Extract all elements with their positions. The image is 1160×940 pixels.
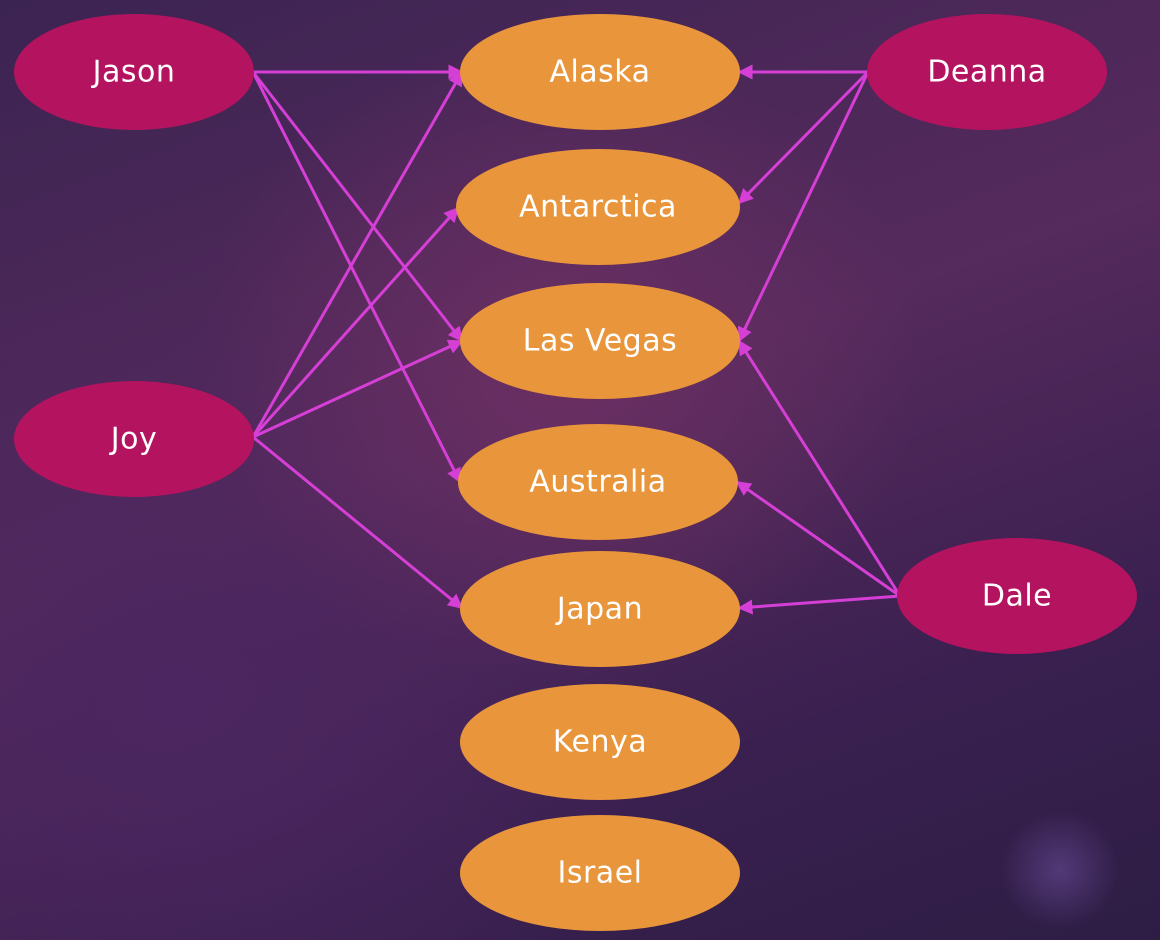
person-node-deanna: Deanna: [867, 14, 1107, 130]
destination-node-japan: Japan: [460, 551, 740, 667]
person-label: Dale: [982, 579, 1052, 614]
person-node-dale: Dale: [897, 538, 1137, 654]
person-ellipse: [897, 538, 1137, 654]
destination-label: Antarctica: [519, 190, 677, 225]
destination-label: Kenya: [553, 725, 647, 760]
destination-node-kenya: Kenya: [460, 684, 740, 800]
destination-label: Alaska: [549, 55, 650, 90]
destination-node-israel: Israel: [460, 815, 740, 931]
destination-label: Las Vegas: [523, 324, 677, 359]
person-label: Joy: [109, 422, 157, 457]
arrow-deanna-to-antarctica: [737, 70, 870, 205]
arrow-jason-to-australia: [251, 71, 462, 484]
arrow-joy-to-antarctica: [251, 206, 460, 439]
person-ellipse: [867, 14, 1107, 130]
arrow-joy-to-japan: [252, 435, 464, 610]
destination-label: Japan: [555, 592, 643, 627]
person-node-jason: Jason: [14, 14, 254, 130]
edges-layer: [251, 64, 902, 615]
destination-node-alaska: Alaska: [460, 14, 740, 130]
destination-label: Australia: [529, 465, 666, 500]
person-ellipse: [14, 381, 254, 497]
arrow-dale-to-las-vegas: [737, 339, 902, 597]
destination-ellipse: [460, 14, 740, 130]
destination-ellipse: [460, 551, 740, 667]
arrow-dale-to-australia: [735, 480, 901, 598]
destination-ellipse: [456, 149, 740, 265]
destination-ellipse: [458, 424, 738, 540]
arrow-joy-to-alaska: [251, 70, 464, 438]
person-ellipse: [14, 14, 254, 130]
destination-node-antarctica: Antarctica: [456, 149, 740, 265]
arrow-jason-to-las-vegas: [251, 71, 464, 343]
arrow-dale-to-japan: [737, 594, 901, 615]
destination-node-australia: Australia: [458, 424, 738, 540]
destination-label: Israel: [558, 856, 643, 891]
person-label: Jason: [91, 55, 176, 90]
destination-node-las-vegas: Las Vegas: [460, 283, 740, 399]
person-node-joy: Joy: [14, 381, 254, 497]
corner-glow: [1000, 810, 1120, 930]
destination-ellipse: [460, 684, 740, 800]
person-label: Deanna: [927, 55, 1046, 90]
arrow-deanna-to-las-vegas: [737, 71, 870, 343]
arrow-joy-to-las-vegas: [252, 339, 464, 439]
destination-ellipse: [460, 283, 740, 399]
destination-ellipse: [460, 815, 740, 931]
